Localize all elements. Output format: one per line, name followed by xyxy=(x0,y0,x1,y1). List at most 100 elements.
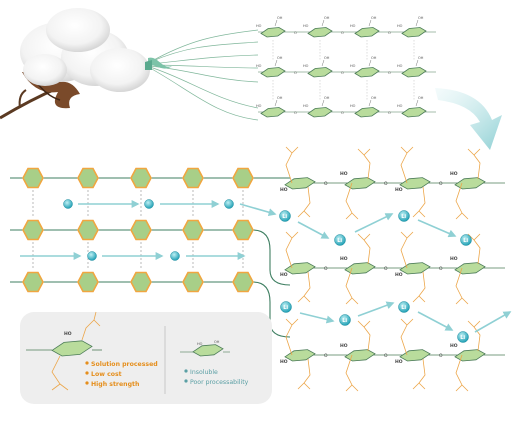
lithium-ion xyxy=(224,199,234,209)
lithium-ion: Li xyxy=(398,210,410,222)
ring-label-ho: HO xyxy=(64,331,72,337)
acetyl-group xyxy=(303,358,311,384)
ring-label-oh: OH xyxy=(371,96,377,100)
legend-cellulose-ring xyxy=(192,344,224,357)
ring-label-ho: HO xyxy=(395,272,403,278)
small-glucose-ring xyxy=(401,27,427,38)
hexagon-unit xyxy=(22,219,44,241)
acetyl-group xyxy=(363,239,371,265)
ring-label-o: O xyxy=(384,181,388,187)
small-glucose-ring xyxy=(260,67,286,78)
acetyl-group xyxy=(473,239,481,265)
legend-acetyl-ring xyxy=(51,340,93,357)
ring-label-ho: HO xyxy=(256,64,262,68)
small-glucose-ring xyxy=(260,27,286,38)
legend-good-item: High strength xyxy=(91,381,139,388)
ring-label-oh: OH xyxy=(277,56,283,60)
acetyl-group xyxy=(400,152,408,184)
ring-label-oh: OH xyxy=(324,56,330,60)
ring-label-oh: OH xyxy=(418,96,424,100)
acetyl-group xyxy=(285,237,293,269)
hexagon-unit xyxy=(182,167,204,189)
acetyl-group xyxy=(303,271,311,297)
acetyl-glucose-ring xyxy=(284,177,316,190)
ring-label-oh: OH xyxy=(324,96,330,100)
dissolution-arrow xyxy=(435,88,502,150)
migration-arrow xyxy=(354,213,394,233)
hexagon-unit xyxy=(22,271,44,293)
legend-acetylated-unit: HO xyxy=(26,311,102,391)
hexagon-unit xyxy=(130,219,152,241)
ring-label-ho: HO xyxy=(397,64,403,68)
fiber-bundle xyxy=(149,29,259,121)
migration-arrow xyxy=(297,221,330,239)
ring-label-oh: OH xyxy=(214,340,220,344)
small-glucose-ring xyxy=(307,67,333,78)
ring-label-o: O xyxy=(324,353,328,359)
ion-label: Li xyxy=(337,238,342,244)
lithium-ion xyxy=(144,199,154,209)
ring-label-ho: HO xyxy=(303,64,309,68)
ring-label-o: O xyxy=(384,353,388,359)
small-glucose-ring xyxy=(307,27,333,38)
ring-label-ho: HO xyxy=(256,24,262,28)
ring-label-o: O xyxy=(384,266,388,272)
acetyl-group xyxy=(455,182,463,214)
acetyl-group xyxy=(400,237,408,269)
ring-label-oh: OH xyxy=(418,16,424,20)
lithium-ion: Li xyxy=(280,301,292,313)
ion-label: Li xyxy=(463,238,468,244)
acetyl-glucose-ring xyxy=(454,262,486,275)
ring-label-ho: HO xyxy=(397,24,403,28)
acetyl-group xyxy=(303,186,311,212)
ring-label-ho: HO xyxy=(395,187,403,193)
ring-label-o: O xyxy=(341,111,344,115)
ring-label-ho: HO xyxy=(395,359,403,365)
ring-label-ho: HO xyxy=(350,104,356,108)
ring-label-o: O xyxy=(324,266,328,272)
small-glucose-ring xyxy=(307,107,333,118)
acetyl-group xyxy=(455,354,463,386)
hexagon-unit xyxy=(182,219,204,241)
lithium-ion: Li xyxy=(398,301,410,313)
acetyl-glucose-ring xyxy=(344,177,376,190)
ring-label-o: O xyxy=(294,111,297,115)
ring-label-o: O xyxy=(439,266,443,272)
ring-label-ho: HO xyxy=(350,24,356,28)
ring-label-oh: OH xyxy=(418,56,424,60)
ring-label-ho: HO xyxy=(303,104,309,108)
ring-label-o: O xyxy=(439,181,443,187)
acetyl-group xyxy=(418,271,426,297)
migration-arrow xyxy=(299,312,335,324)
ring-label-o: O xyxy=(388,71,391,75)
acetyl-glucose-ring xyxy=(344,262,376,275)
lithium-ion: Li xyxy=(339,314,351,326)
fiber-twist xyxy=(145,57,172,70)
ring-label-ho: HO xyxy=(280,187,288,193)
acetyl-group xyxy=(363,326,371,352)
acetyl-group xyxy=(345,267,353,299)
hexagon-unit xyxy=(130,167,152,189)
ring-label-o: O xyxy=(324,181,328,187)
acetyl-group xyxy=(473,326,481,352)
ring-label-ho: HO xyxy=(340,171,348,177)
ring-label-ho: HO xyxy=(397,104,403,108)
small-glucose-ring xyxy=(354,27,380,38)
ring-label-ho: HO xyxy=(280,272,288,278)
acetyl-group xyxy=(400,324,408,356)
small-glucose-ring xyxy=(354,107,380,118)
ring-label-oh: OH xyxy=(371,16,377,20)
crystalline-cellulose-grid: HOOHOHOOHOHOOHOHOOHHOOHOHOOHOHOOHOHOOHHO… xyxy=(256,16,436,118)
ring-label-ho: HO xyxy=(256,104,262,108)
acetyl-glucose-ring xyxy=(284,262,316,275)
acetyl-group xyxy=(418,358,426,384)
lithium-ion: Li xyxy=(334,234,346,246)
ring-label-o: O xyxy=(294,71,297,75)
acetyl-group xyxy=(345,182,353,214)
ring-label-ho: HO xyxy=(340,343,348,349)
cotton-boll-image xyxy=(0,8,150,120)
lithium-ion: Li xyxy=(460,234,472,246)
